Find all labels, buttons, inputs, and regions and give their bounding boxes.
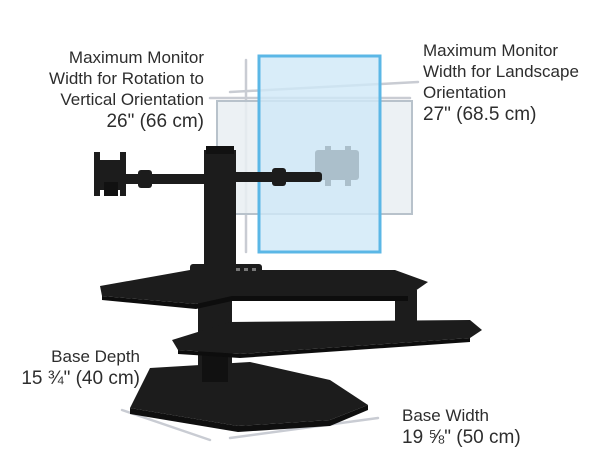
monitor-pole [204, 150, 236, 268]
rotation-width-label: Maximum Monitor Width for Rotation to Ve… [0, 47, 204, 134]
landscape-width-label: Maximum Monitor Width for Landscape Orie… [423, 40, 598, 127]
base-width-label: Base Width 19 ⅝" (50 cm) [402, 405, 592, 450]
monitor-arm-left [118, 174, 208, 184]
depth-value: 15 ¾" (40 cm) [21, 368, 140, 389]
standing-desk-converter [94, 146, 482, 432]
landscape-line-3: Orientation [423, 83, 507, 102]
work-surface [100, 270, 428, 304]
rotation-line-3: Vertical Orientation [60, 90, 204, 109]
landscape-line-1: Maximum Monitor [423, 41, 559, 60]
rotation-value: 26" (66 cm) [106, 111, 204, 132]
width-title: Base Width [402, 406, 489, 425]
keyboard-tray [172, 320, 482, 354]
landscape-line-2: Width for Landscape [423, 62, 579, 81]
vertical-monitor-outline [257, 54, 382, 254]
monitor-arm-right [232, 168, 322, 186]
width-value: 19 ⅝" (50 cm) [402, 427, 521, 448]
base-width-line [228, 416, 380, 440]
base-depth-label: Base Depth 15 ¾" (40 cm) [0, 346, 140, 391]
rotation-line-2: Width for Rotation to [49, 69, 204, 88]
landscape-value: 27" (68.5 cm) [423, 104, 537, 125]
monitor-mount-left [94, 152, 126, 196]
depth-title: Base Depth [51, 347, 140, 366]
rotation-line-1: Maximum Monitor [68, 48, 204, 67]
base [130, 362, 368, 426]
